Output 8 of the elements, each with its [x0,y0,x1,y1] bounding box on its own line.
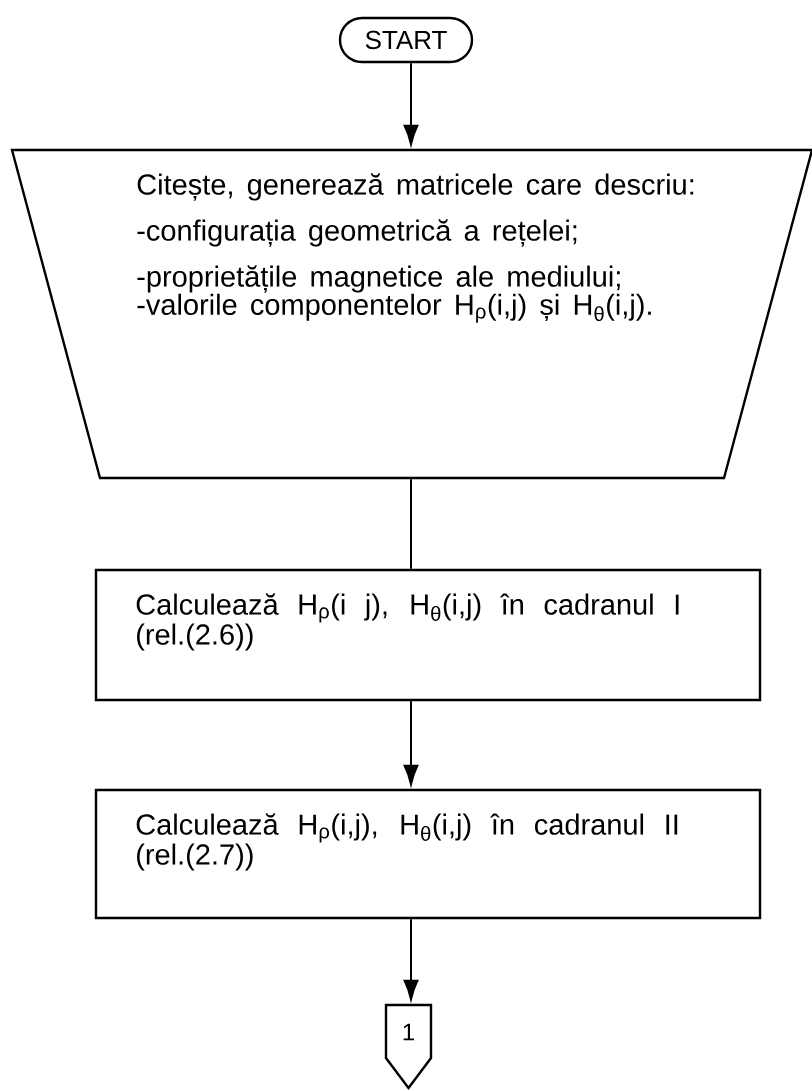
arrow [403,62,419,146]
process-box: Calculează H$_{ρ}$(i j), H$_{θ}$(i,j) în cadranul I (rel.(2.6)) [94,568,762,702]
off-page-connector: 1 [384,1003,433,1090]
start-terminal: START [338,16,474,64]
arrow [403,918,419,1001]
process-box: Calculează H$_{ρ}$(i,j), H$_{θ}$(i,j) în cadranul II (rel.(2.7)) [94,788,762,920]
arrow [403,700,419,786]
input-trapezoid: Citește, generează matricele care descriu: -configurația geometrică a rețelei; -proprietățile magnetice ale mediului; -valorile componentelor H$_{ρ}$(i,j) și H$_{θ}$(i,j). [10,148,812,480]
